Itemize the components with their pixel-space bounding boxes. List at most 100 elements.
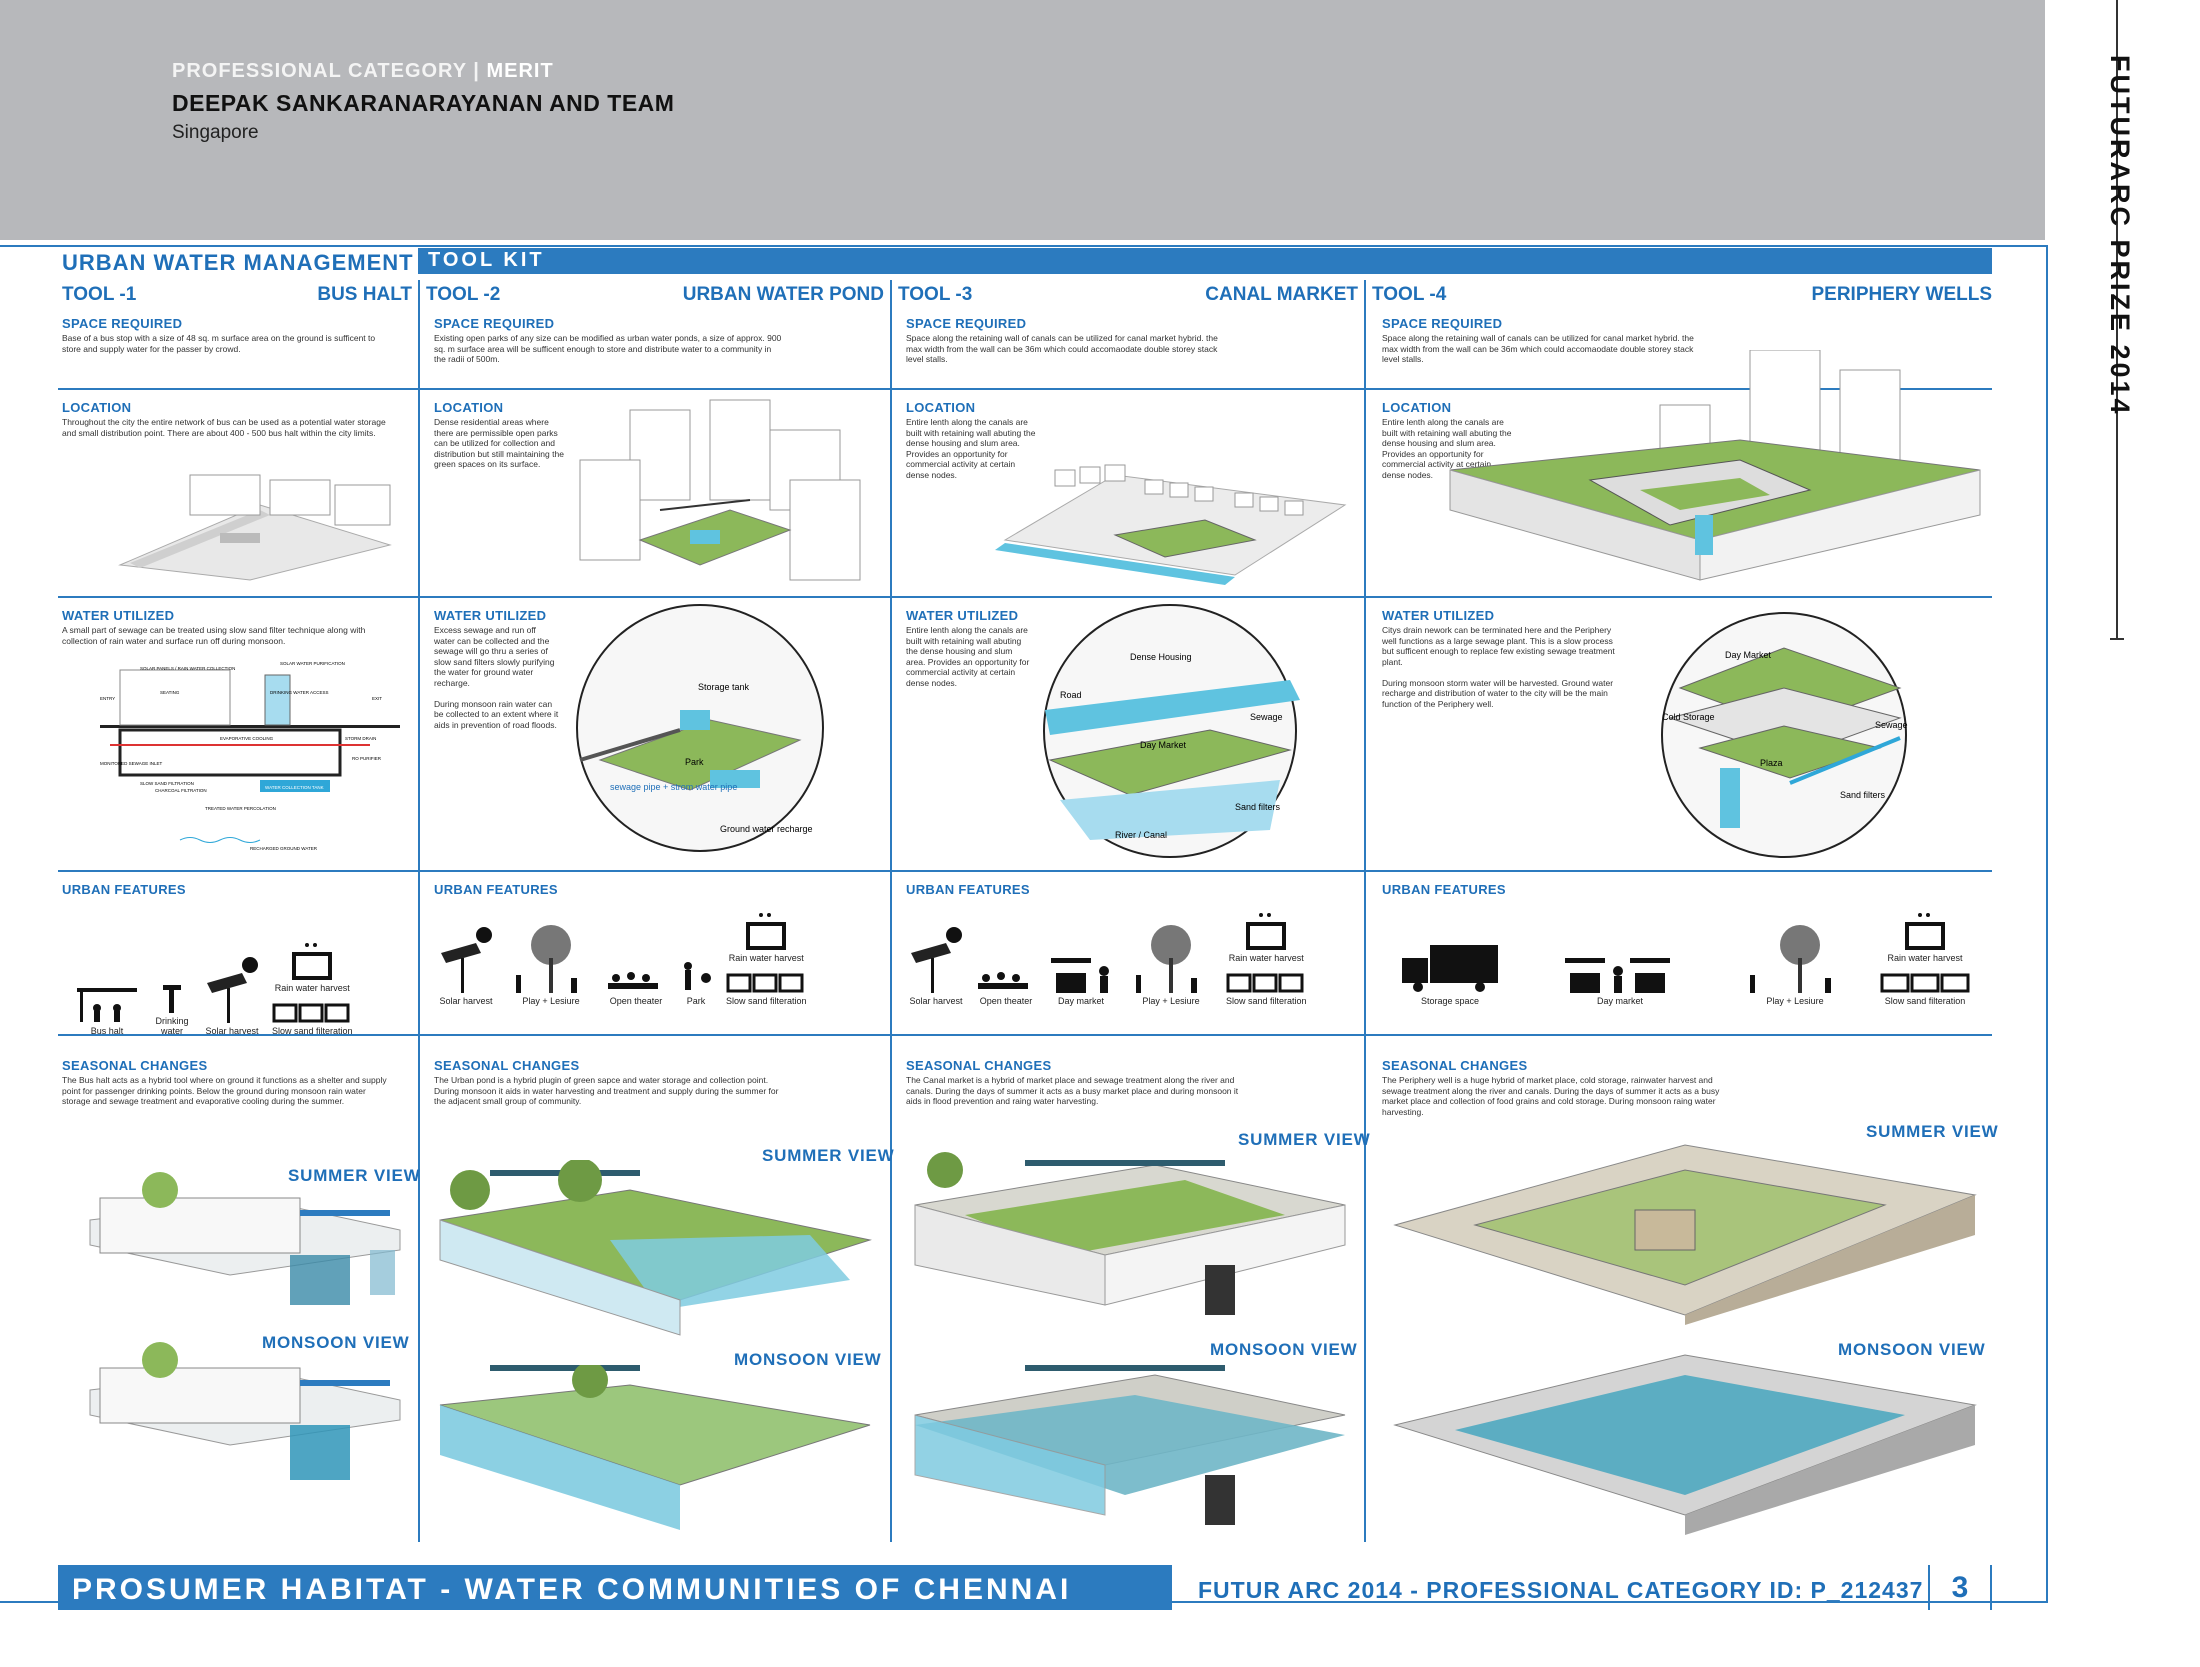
panel-title: URBAN WATER MANAGEMENT [62,250,414,275]
urban-pond-monsoon-render [439,1365,871,1530]
feature-bus-halt: Bus halt [72,983,142,1036]
diagram-label: Sewage [1250,712,1283,722]
solar-panel-icon [207,957,258,1023]
tool-4-features-heading: URBAN FEATURES [1382,882,1506,897]
feature-play-leisure: Play + Lesiure [506,923,596,1006]
park-people-icon [684,962,711,990]
diagram-label: SLOW SAND FILTRATION [140,781,194,786]
diagram-label: WATER COLLECTION TANK [265,785,324,790]
audience-icon [608,972,658,989]
award-label: MERIT [486,60,554,82]
diagram-label: TREATED WATER PERCOLATION [205,806,276,811]
canal-market-location-illustration [995,464,1347,585]
urban-pond-location-illustration [579,399,861,581]
tool-2-monsoon-label: MONSOON VIEW [734,1350,882,1369]
column-divider [1364,280,1366,1542]
diagram-label: RO PURIFIER [352,756,382,761]
category-label: PROFESSIONAL CATEGORY | MERIT [172,60,554,82]
diagram-label: Sand filters [1840,790,1886,800]
diagram-label: MONITORED SEWAGE INLET [100,761,163,766]
diagram-label: Day Market [1725,650,1772,660]
diagram-label: ENTRY [100,696,115,701]
diagram-label: Ground water recharge [720,824,813,834]
solar-panel-icon [441,927,492,993]
diagram-label: Sewage [1875,720,1908,730]
tree-people-icon [1136,925,1197,993]
diagram-label: RECHARGED GROUND WATER [250,846,318,851]
feature-park: Park [676,958,716,1006]
rain-harvest-icon [1904,913,1945,950]
diagram-label: Dense Housing [1130,652,1192,662]
diagram-label: SOLAR WATER PURIFICATION [280,661,345,666]
market-stall-icon [1051,958,1109,993]
row-divider [58,596,1992,598]
tool-1-summer-label: SUMMER VIEW [288,1166,421,1185]
tree-people-icon [1750,925,1831,993]
team-location: Singapore [172,122,259,143]
feature-slow-sand: Rain water harvest Slow sand filteration [1226,910,1307,1006]
periphery-wells-monsoon-render [1393,1354,1977,1535]
tool-2-features-heading: URBAN FEATURES [434,882,558,897]
feature-solar-harvest: Solar harvest [436,923,496,1006]
sand-filter-icon [1226,973,1304,993]
column-divider [418,280,420,1542]
truck-icon [1402,945,1498,992]
diagram-label: Cold Storage [1662,712,1715,722]
page-number: 3 [1928,1565,1992,1610]
diagram-label: STORM DRAIN [345,736,376,741]
rain-harvest-icon [1246,913,1287,950]
tool-2-summer-label: SUMMER VIEW [762,1146,895,1165]
tool-4-feature-icons: Storage space Day market Play + Lesiure … [1400,910,1980,1006]
tool-3-features-heading: URBAN FEATURES [906,882,1030,897]
sand-filter-icon [272,1003,350,1023]
feature-play-leisure: Play + Lesiure [1126,923,1216,1006]
tool-3-feature-icons: Solar harvest Open theater Day market Pl… [906,910,1317,1006]
tree-people-icon [516,925,577,993]
feature-play-leisure: Play + Lesiure [1740,923,1850,1006]
bus-halt-location-illustration [118,474,392,581]
diagram-label: sewage pipe + strom water pipe [610,782,737,792]
market-stall-icon [1565,958,1670,993]
feature-day-market: Day market [1560,953,1680,1006]
tool-1-feature-icons: Bus halt Drinking water Solar harvest Ra… [72,940,363,1036]
feature-open-theater: Open theater [976,963,1036,1006]
periphery-wells-summer-render [1393,1144,1977,1325]
side-title: FUTURARC PRIZE 2014 [2105,55,2135,417]
diagram-label: EXIT [372,696,382,701]
audience-icon [978,972,1028,989]
bus-halt-section-diagram: SOLAR WATER PURIFICATION SOLAR PANELS / … [100,661,400,851]
feature-solar-harvest: Solar harvest [202,953,262,1036]
footer-category-id: FUTUR ARC 2014 - PROFESSIONAL CATEGORY I… [1198,1577,1924,1603]
bus-shelter-icon [77,988,137,1022]
periphery-wells-location-illustration [1449,350,1981,581]
side-tick [2110,638,2124,640]
row-divider [58,870,1992,872]
feature-storage-space: Storage space [1400,943,1500,1006]
tool-3-monsoon-label: MONSOON VIEW [1210,1340,1358,1359]
diagram-label: Storage tank [698,682,750,692]
diagram-label: Plaza [1760,758,1783,768]
tool-1-features-heading: URBAN FEATURES [62,882,186,897]
tool-4-summer-label: SUMMER VIEW [1866,1122,1999,1141]
row-divider [58,388,1992,390]
diagram-label: DRINKING WATER ACCESS [270,690,329,695]
solar-panel-icon [911,927,962,993]
feature-drinking-water: Drinking water [152,973,192,1036]
tool-4-monsoon-label: MONSOON VIEW [1838,1340,1986,1359]
diagram-label: SEATING [160,690,180,695]
toolkit-label: TOOL KIT [428,249,545,271]
feature-day-market: Day market [1046,953,1116,1006]
